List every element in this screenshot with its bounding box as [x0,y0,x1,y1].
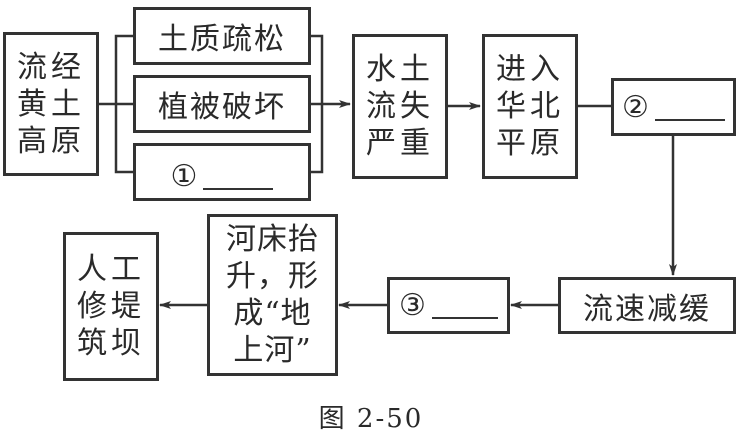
node-riverbed: 河床抬 升，形 成“地 上河” [207,214,338,376]
node-dam: 人工 修堤 筑坝 [63,232,159,381]
node-source: 流经 黄土 高原 [3,32,99,176]
node-dam-text: 人工 修堤 筑坝 [77,252,145,361]
blank-1-line [203,187,274,190]
node-blank-3: ③ [387,277,510,334]
node-source-text: 流经 黄土 高原 [17,49,85,159]
node-erosion-text: 水土 流失 严重 [366,52,434,161]
node-cause-soil: 土质疏松 [133,7,311,65]
node-cause-vegetation: 植被破坏 [133,75,311,133]
node-enter-plain-text: 进入 华北 平原 [496,52,564,161]
node-blank-1: ① [133,143,311,201]
node-enter-plain: 进入 华北 平原 [482,34,578,179]
node-erosion: 水土 流失 严重 [352,34,448,179]
node-slow-flow: 流速减缓 [558,277,736,334]
blank-3-line [431,317,498,319]
blank-3-label: ③ [399,288,428,323]
blank-2-label: ② [622,89,651,125]
blank-1-label: ① [170,158,200,194]
figure-caption: 图 2-50 [318,404,424,434]
node-riverbed-text: 河床抬 升，形 成“地 上河” [226,222,319,368]
node-slow-flow-text: 流速减缓 [583,291,711,327]
node-blank-2: ② [611,78,736,136]
node-cause-soil-text: 土质疏松 [158,22,286,57]
blank-2-line [654,118,725,121]
node-cause-vegetation-text: 植被破坏 [158,90,286,125]
